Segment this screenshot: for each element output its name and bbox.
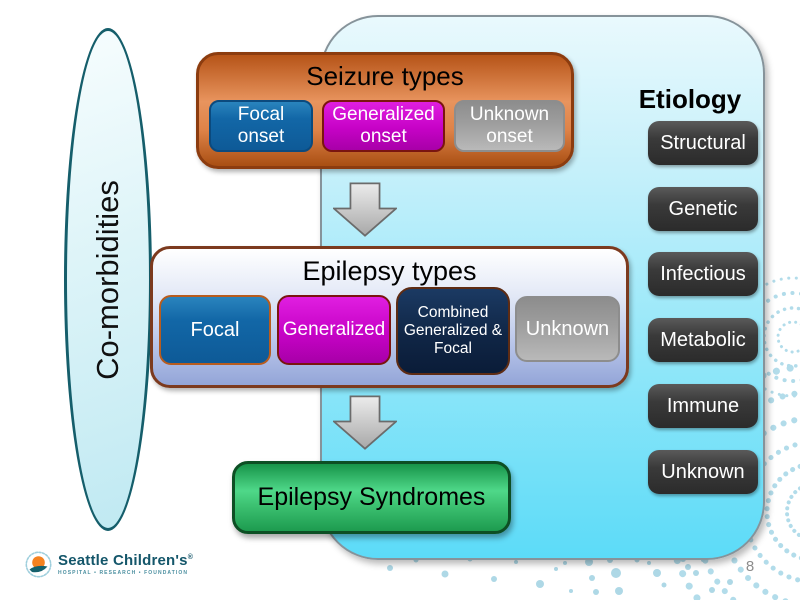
seizure-types-row: Focal onset Generalized onset Unknown on… <box>209 100 565 152</box>
seattle-childrens-logo: Seattle Children's® HOSPITAL • RESEARCH … <box>25 551 193 578</box>
seizure-types-title: Seizure types <box>306 61 464 91</box>
down-arrow-icon <box>333 182 397 237</box>
etiology-structural-button: Structural <box>648 121 758 165</box>
etiology-title: Etiology <box>638 84 742 114</box>
logo-tagline: HOSPITAL • RESEARCH • FOUNDATION <box>58 570 189 576</box>
comorbidities-ellipse: Co-morbidities <box>64 28 152 531</box>
seattle-childrens-logo-icon <box>25 551 52 578</box>
seizure-types-box: Seizure types Focal onset Generalized on… <box>196 52 574 169</box>
etiology-genetic-button: Genetic <box>648 187 758 231</box>
epilepsy-syndromes-box: Epilepsy Syndromes <box>232 461 511 534</box>
epilepsy-types-box: Epilepsy types Focal Generalized Combine… <box>150 246 629 388</box>
generalized-button: Generalized <box>277 295 391 365</box>
unknown-type-button: Unknown <box>515 296 620 362</box>
comorbidities-label: Co-morbidities <box>90 179 125 380</box>
focal-onset-button: Focal onset <box>209 100 313 152</box>
combined-generalized-focal-button: Combined Generalized & Focal <box>396 287 510 375</box>
page-number: 8 <box>745 558 755 575</box>
unknown-onset-button: Unknown onset <box>454 100 565 152</box>
registered-mark: ® <box>187 554 194 561</box>
down-arrow-icon <box>333 395 397 450</box>
generalized-onset-button: Generalized onset <box>322 100 445 152</box>
etiology-infectious-button: Infectious <box>648 252 758 296</box>
etiology-unknown-button: Unknown <box>648 450 758 494</box>
logo-text: Seattle Children's® HOSPITAL • RESEARCH … <box>58 553 193 576</box>
logo-name: Seattle Children's® <box>58 552 194 569</box>
etiology-metabolic-button: Metabolic <box>648 318 758 362</box>
focal-button: Focal <box>159 295 271 365</box>
epilepsy-types-title: Epilepsy types <box>302 256 477 286</box>
etiology-immune-button: Immune <box>648 384 758 428</box>
